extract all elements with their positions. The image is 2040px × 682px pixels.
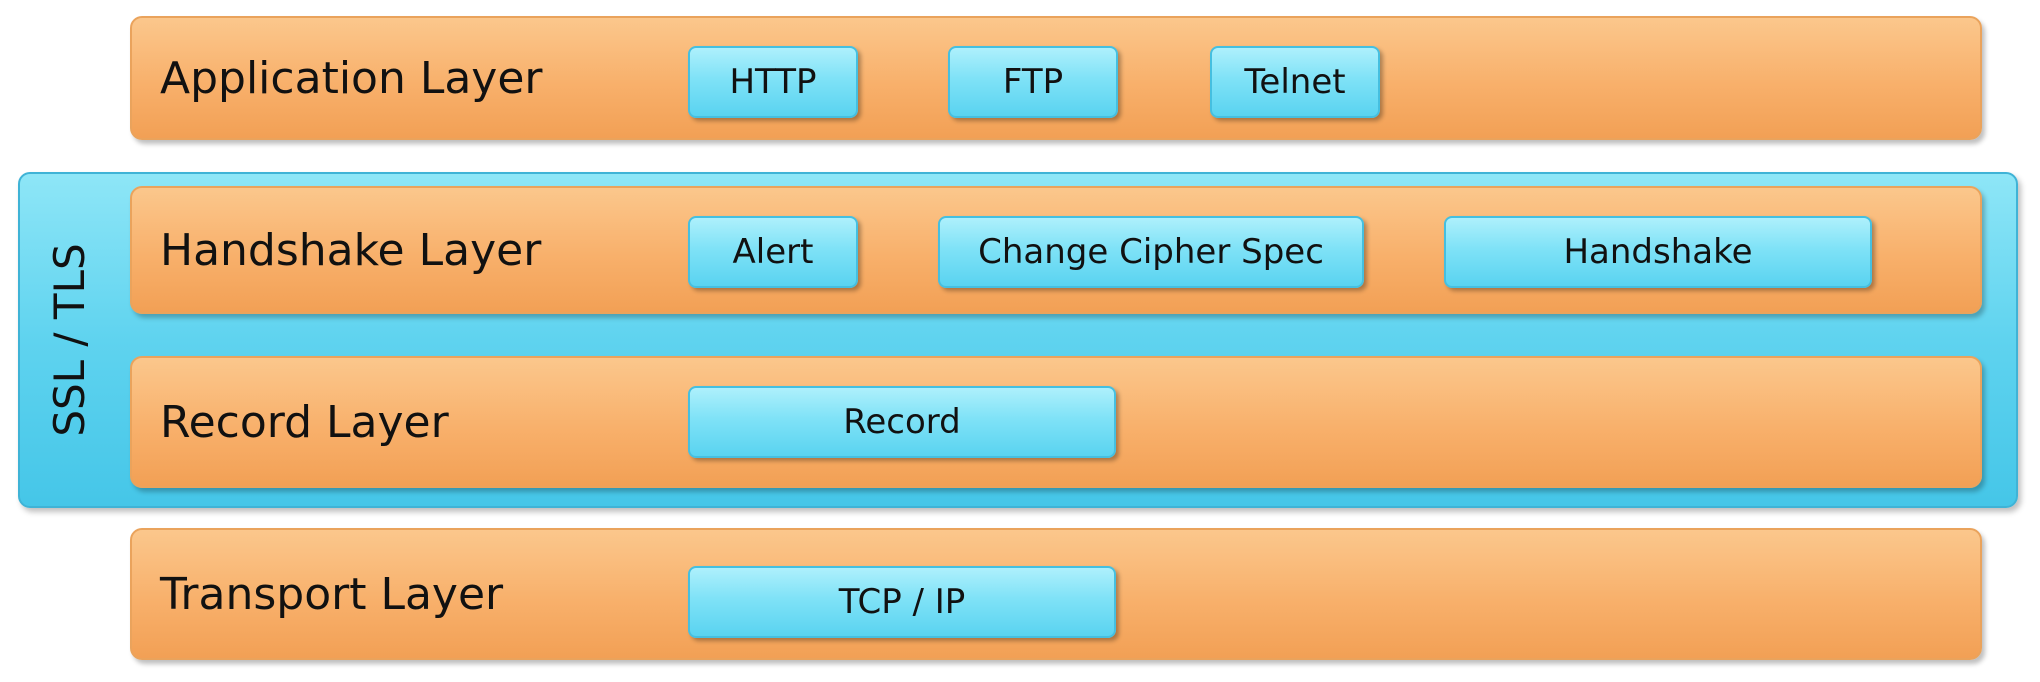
record-layer-title: Record Layer [160,396,449,448]
application-layer: Application Layer HTTP FTP Telnet [130,16,1982,140]
handshake-layer-title: Handshake Layer [160,224,542,276]
ssl-tls-label: SSL / TLS [45,243,94,437]
protocol-ftp: FTP [948,46,1118,118]
transport-layer-title: Transport Layer [160,568,504,620]
protocol-telnet: Telnet [1210,46,1380,118]
record-layer: Record Layer Record [130,356,1982,488]
protocol-handshake: Handshake [1444,216,1872,288]
handshake-layer: Handshake Layer Alert Change Cipher Spec… [130,186,1982,314]
application-layer-title: Application Layer [160,52,543,104]
protocol-alert: Alert [688,216,858,288]
protocol-http: HTTP [688,46,858,118]
protocol-change-cipher-spec: Change Cipher Spec [938,216,1364,288]
protocol-record: Record [688,386,1116,458]
transport-layer: Transport Layer TCP / IP [130,528,1982,660]
protocol-tcp-ip: TCP / IP [688,566,1116,638]
